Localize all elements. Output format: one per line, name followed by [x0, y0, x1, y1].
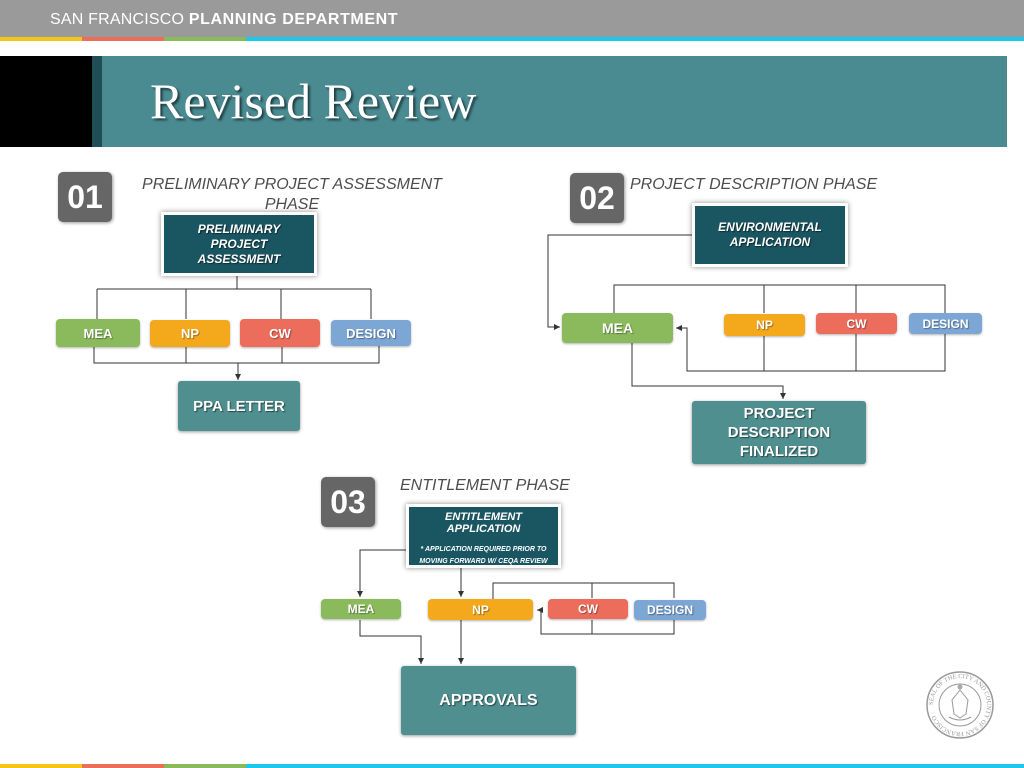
phase-1-np-node: NP — [150, 320, 230, 347]
phase-1-cw-node: CW — [240, 319, 320, 347]
phase-2-np-node: NP — [724, 314, 805, 336]
phase-1-badge: 01 — [58, 172, 112, 222]
phase-1-mea-node: MEA — [56, 319, 140, 347]
phase-2-title: PROJECT DESCRIPTION PHASE — [630, 176, 878, 193]
entitlement-application-label: ENTITLEMENT APPLICATION — [445, 511, 522, 535]
brand-light-text: SAN FRANCISCO — [50, 11, 185, 28]
phase-3-badge: 03 — [321, 477, 375, 527]
ppa-letter-box: PPA LETTER — [178, 381, 300, 431]
brand-logo: SAN FRANCISCO PLANNING DEPARTMENT — [50, 11, 398, 29]
phase-1-title: PRELIMINARY PROJECT ASSESSMENT PHASE — [142, 176, 442, 213]
city-seal-icon: SEAL OF THE CITY AND COUNTY OF SAN FRANC… — [925, 670, 995, 740]
phase-2-mea-node: MEA — [562, 313, 673, 343]
phase-3-design-node: DESIGN — [634, 600, 706, 620]
title-divider — [92, 56, 102, 147]
header-bar — [0, 0, 1024, 37]
footer-stripe-green — [164, 764, 246, 768]
footer-stripe-red — [82, 764, 164, 768]
brand-bold-text: PLANNING DEPARTMENT — [188, 11, 399, 28]
title-band — [102, 56, 1007, 147]
approvals-box: APPROVALS — [401, 666, 576, 735]
environmental-application-box: ENVIRONMENTAL APPLICATION — [692, 203, 848, 267]
phase-3-title: ENTITLEMENT PHASE — [400, 477, 570, 494]
phase-1-design-node: DESIGN — [331, 320, 411, 346]
phase-2-design-node: DESIGN — [909, 313, 982, 334]
phase-3-np-node: NP — [428, 599, 533, 620]
phase-2-badge: 02 — [570, 173, 624, 223]
title-block — [0, 56, 92, 147]
accent-stripe-red — [82, 37, 164, 41]
seal-text: SEAL OF THE CITY AND COUNTY OF SAN FRANC… — [928, 673, 992, 737]
phase-3-cw-node: CW — [548, 599, 628, 619]
phase-3-mea-node: MEA — [321, 599, 401, 619]
accent-stripe-yellow — [0, 37, 82, 41]
footer-stripe-cyan — [246, 764, 1024, 768]
accent-stripe-cyan — [246, 37, 1024, 41]
slide-title: Revised Review — [150, 73, 477, 129]
footer-stripe-yellow — [0, 764, 82, 768]
entitlement-application-box: ENTITLEMENT APPLICATION * APPLICATION RE… — [406, 504, 561, 568]
entitlement-application-note: * APPLICATION REQUIRED PRIOR TO MOVING F… — [419, 546, 548, 565]
phase-2-cw-node: CW — [816, 313, 897, 334]
project-description-finalized-box: PROJECT DESCRIPTION FINALIZED — [692, 401, 866, 464]
accent-stripe-green — [164, 37, 246, 41]
ppa-start-box: PRELIMINARY PROJECT ASSESSMENT — [161, 212, 317, 276]
svg-text:SEAL OF THE CITY AND COUNTY OF: SEAL OF THE CITY AND COUNTY OF SAN FRANC… — [928, 673, 992, 737]
